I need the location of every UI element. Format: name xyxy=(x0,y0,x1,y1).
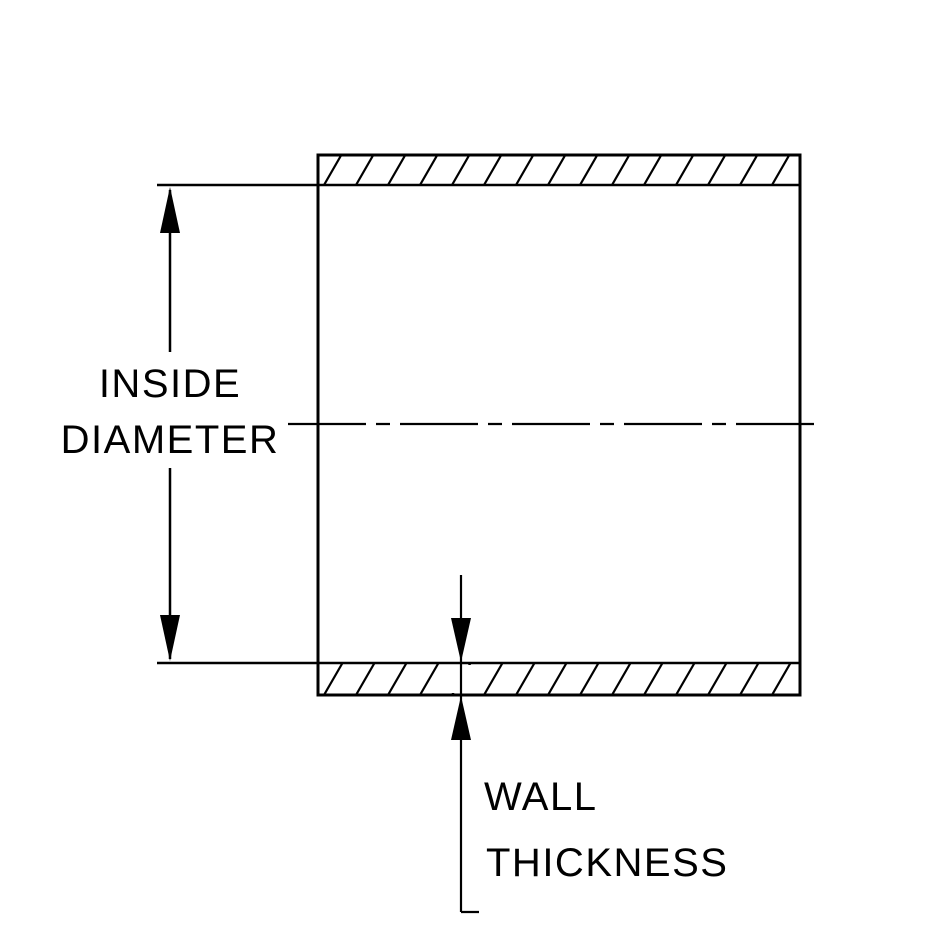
arrowhead-up-icon xyxy=(160,187,180,233)
wall-thickness-label-line2: THICKNESS xyxy=(486,841,728,885)
wall-thickness-label-line1: WALL xyxy=(484,775,597,819)
wall-thickness-arrowhead-up-icon xyxy=(451,696,471,740)
top-wall-hatch xyxy=(318,155,800,185)
arrowhead-down-icon xyxy=(160,615,180,661)
inside-diameter-label-line2: DIAMETER xyxy=(61,418,280,462)
wall-thickness-arrowhead-down-icon xyxy=(451,618,471,662)
inside-diameter-label-line1: INSIDE xyxy=(99,362,241,406)
bottom-wall-hatch xyxy=(318,663,800,695)
